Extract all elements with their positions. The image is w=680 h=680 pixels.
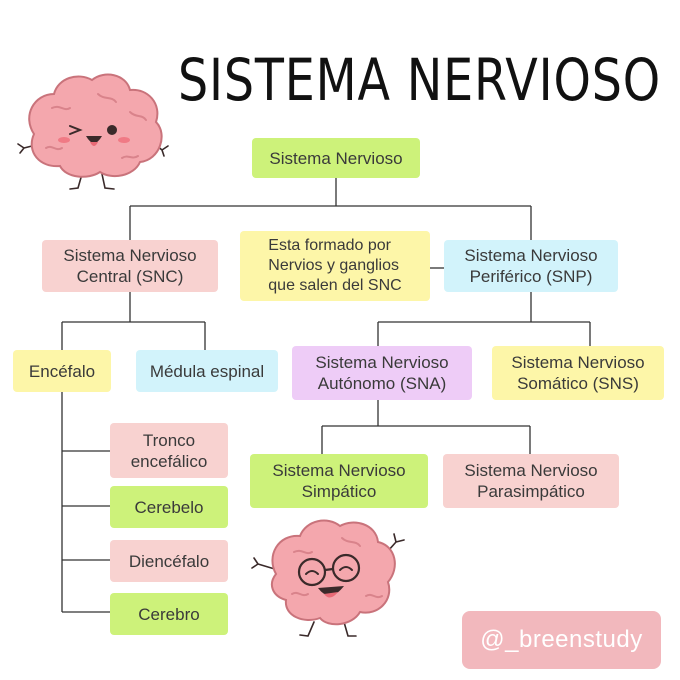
node-sistema-nervioso: Sistema Nervioso (252, 138, 420, 178)
node-cerebro: Cerebro (110, 593, 228, 635)
brain-mascot-icon (17, 73, 169, 190)
node-snp: Sistema Nervioso Periférico (SNP) (444, 240, 618, 292)
node-diencefalo: Diencéfalo (110, 540, 228, 582)
node-medula-espinal: Médula espinal (136, 350, 278, 392)
node-cerebelo: Cerebelo (110, 486, 228, 528)
node-simpatico: Sistema Nervioso Simpático (250, 454, 428, 508)
node-parasimpatico: Sistema Nervioso Parasimpático (443, 454, 619, 508)
node-sns: Sistema Nervioso Somático (SNS) (492, 346, 664, 400)
node-encefalo: Encéfalo (13, 350, 111, 392)
node-snc: Sistema Nervioso Central (SNC) (42, 240, 218, 292)
node-sna: Sistema Nervioso Autónomo (SNA) (292, 346, 472, 400)
node-tronco-encefalico: Tronco encefálico (110, 423, 228, 478)
watermark: @_breenstudy (462, 611, 661, 669)
brain-glasses-mascot-icon (251, 519, 405, 637)
node-note: Esta formado por Nervios y ganglios que … (240, 231, 430, 301)
